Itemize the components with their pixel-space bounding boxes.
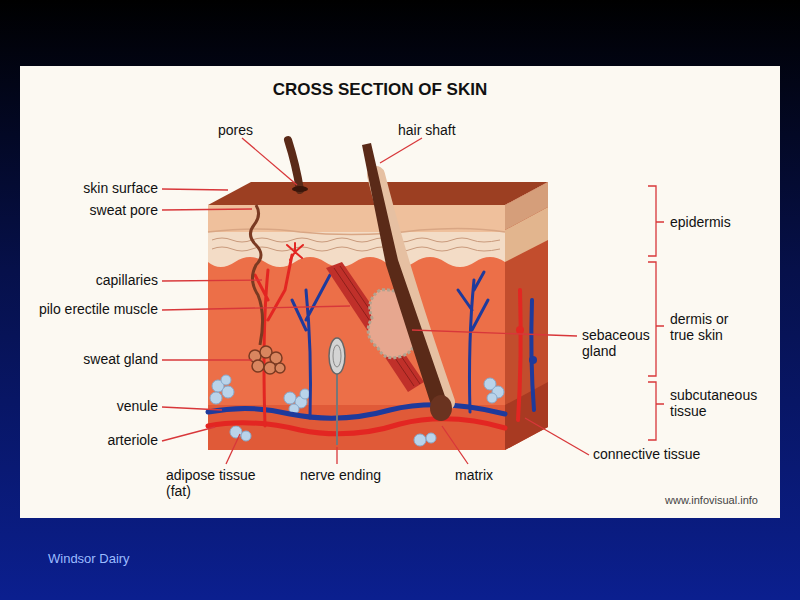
- part-label: pilo erectile muscle: [39, 301, 158, 317]
- hair: [292, 186, 308, 192]
- sweat-gland: [275, 363, 285, 373]
- blood-vessels: [208, 419, 505, 434]
- layer-label: dermis or true skin: [670, 311, 748, 343]
- part-label: adipose tissue (fat): [166, 467, 268, 499]
- skin-block: [505, 182, 548, 450]
- blood-vessels: [208, 405, 505, 418]
- part-label: pores: [218, 122, 253, 138]
- adipose-tissue: [210, 392, 222, 404]
- nerve-ending: [329, 338, 345, 374]
- hair: [288, 140, 452, 421]
- part-label: arteriole: [107, 432, 158, 448]
- sweat-gland: [264, 362, 276, 374]
- blood-vessels: [458, 272, 488, 412]
- hair: [430, 395, 452, 421]
- leader-lines: [242, 138, 297, 185]
- skin-block: [212, 238, 500, 242]
- adipose-tissue: [230, 426, 242, 438]
- leader-lines: [162, 427, 215, 441]
- blood-vessels: [208, 243, 537, 434]
- blood-vessels: [529, 356, 537, 364]
- hair: [376, 175, 446, 402]
- blood-vessels: [518, 290, 521, 420]
- leader-lines: [162, 306, 350, 310]
- leader-lines: [525, 418, 589, 455]
- adipose-tissue: [222, 386, 234, 398]
- leader-lines: [648, 382, 664, 440]
- sweat-gland: [250, 205, 262, 345]
- adipose-tissue: [487, 393, 497, 403]
- leader-lines: [226, 434, 240, 464]
- adipose-tissue: [300, 389, 310, 399]
- blood-vessels: [287, 243, 303, 260]
- nerve-ending: [333, 345, 341, 367]
- adipose-tissue: [426, 433, 436, 443]
- leader-lines: [162, 209, 252, 210]
- leader-lines: [162, 189, 228, 190]
- nerve-ending: [336, 372, 338, 445]
- part-label: capillaries: [96, 272, 158, 288]
- sweat-gland: [252, 360, 264, 372]
- leader-lines: [648, 186, 664, 256]
- adipose-tissue: [414, 434, 426, 446]
- skin-block: [208, 205, 505, 450]
- adipose-tissue: [221, 375, 231, 385]
- skin-block: [505, 182, 548, 230]
- part-label: connective tissue: [593, 446, 700, 462]
- leader-lines: [162, 280, 262, 281]
- adipose-tissue: [241, 431, 251, 441]
- adipose-tissue: [284, 392, 296, 404]
- sweat-gland: [249, 346, 285, 374]
- leader-lines: [336, 447, 337, 464]
- leader-lines: [162, 138, 664, 464]
- leader-lines: [380, 138, 422, 163]
- leader-lines: [442, 426, 468, 464]
- layer-label: epidermis: [670, 214, 731, 230]
- skin-block: [212, 247, 500, 251]
- leader-lines: [162, 407, 222, 410]
- part-label: sweat gland: [83, 351, 158, 367]
- skin-block: [505, 382, 548, 450]
- part-label: nerve ending: [300, 467, 381, 483]
- part-label: sweat pore: [90, 202, 158, 218]
- leader-lines: [162, 359, 252, 360]
- footer-note: Windsor Dairy: [48, 551, 130, 566]
- blood-vessels: [292, 275, 330, 418]
- skin-block: [208, 405, 505, 450]
- blood-vessels: [531, 300, 534, 410]
- part-label: matrix: [455, 467, 493, 483]
- sweat-gland: [249, 205, 285, 374]
- leader-lines: [648, 262, 664, 376]
- nerve-ending: [329, 338, 345, 445]
- hair: [362, 143, 448, 408]
- part-label: venule: [117, 398, 158, 414]
- part-label: sebaceous gland: [582, 327, 662, 359]
- layer-label: subcutaneous tissue: [670, 387, 772, 419]
- blood-vessels: [516, 326, 524, 334]
- diagram-title: CROSS SECTION OF SKIN: [180, 80, 580, 99]
- part-label: skin surface: [83, 180, 158, 196]
- leader-lines: [412, 330, 577, 336]
- watermark: www.infovisual.info: [665, 494, 758, 507]
- white-panel: [20, 66, 780, 518]
- part-label: hair shaft: [398, 122, 456, 138]
